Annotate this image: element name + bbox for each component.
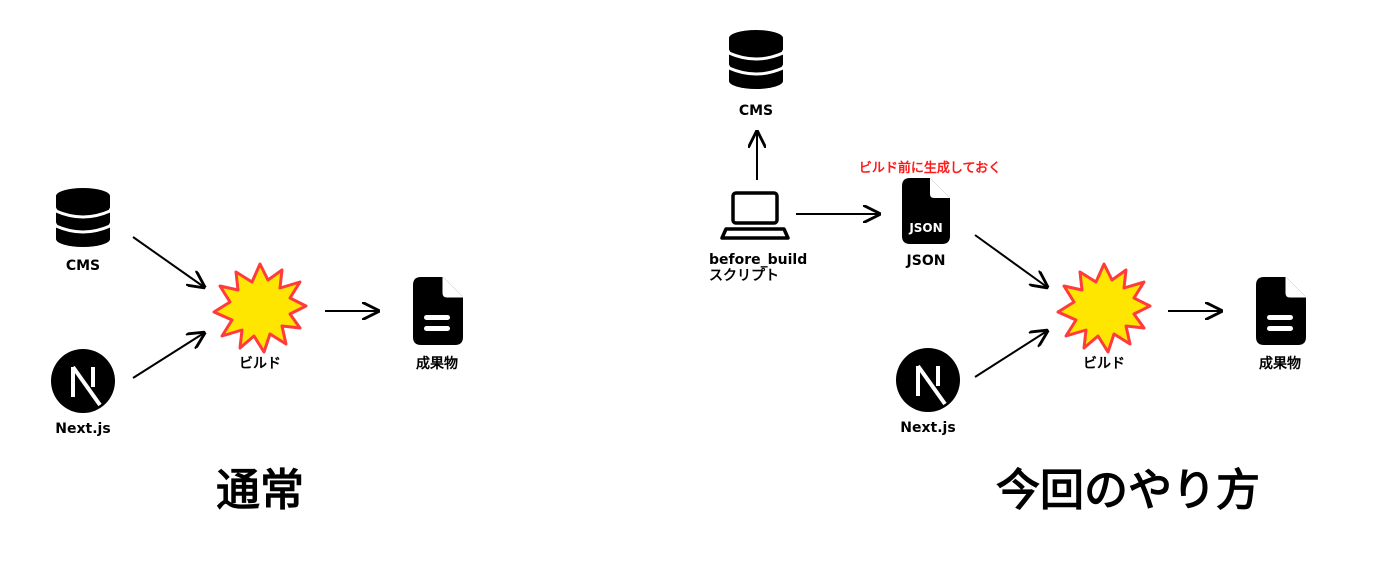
right-cms-label: CMS — [738, 103, 774, 119]
left-output-doc-icon — [412, 276, 464, 346]
right-cms-db-icon — [727, 28, 785, 91]
left-title: 通常 — [216, 465, 304, 516]
laptop-icon — [720, 191, 790, 240]
json-icon-text: JSON — [908, 221, 942, 235]
right-nextjs-label: Next.js — [900, 420, 956, 436]
left-build-burst-icon — [212, 262, 308, 354]
left-nextjs-label: Next.js — [55, 421, 111, 437]
arrow-left-nextjs-to-build — [132, 333, 204, 379]
right-output-doc-icon — [1255, 276, 1307, 346]
json-label: JSON — [906, 253, 946, 269]
right-title: 今回のやり方 — [996, 465, 1260, 516]
left-cms-db-icon — [54, 186, 112, 249]
left-cms-label: CMS — [65, 258, 101, 274]
right-build-label: ビルド — [1083, 356, 1125, 372]
arrow-right-nextjs-to-build — [974, 331, 1047, 378]
json-file-icon: JSON — [902, 178, 950, 244]
arrow-json-to-build — [974, 234, 1047, 287]
right-nextjs-logo-icon — [894, 346, 962, 414]
script-label-line1: before_build — [709, 252, 808, 268]
left-build-label: ビルド — [239, 356, 281, 372]
left-output-label: 成果物 — [416, 356, 458, 372]
right-output-label: 成果物 — [1259, 356, 1301, 372]
right-build-burst-icon — [1056, 262, 1152, 354]
script-label-line2: スクリプト — [709, 268, 779, 284]
left-nextjs-logo-icon — [49, 347, 117, 415]
note-prebuild: ビルド前に生成しておく — [858, 161, 1002, 176]
arrow-left-cms-to-build — [132, 236, 204, 287]
